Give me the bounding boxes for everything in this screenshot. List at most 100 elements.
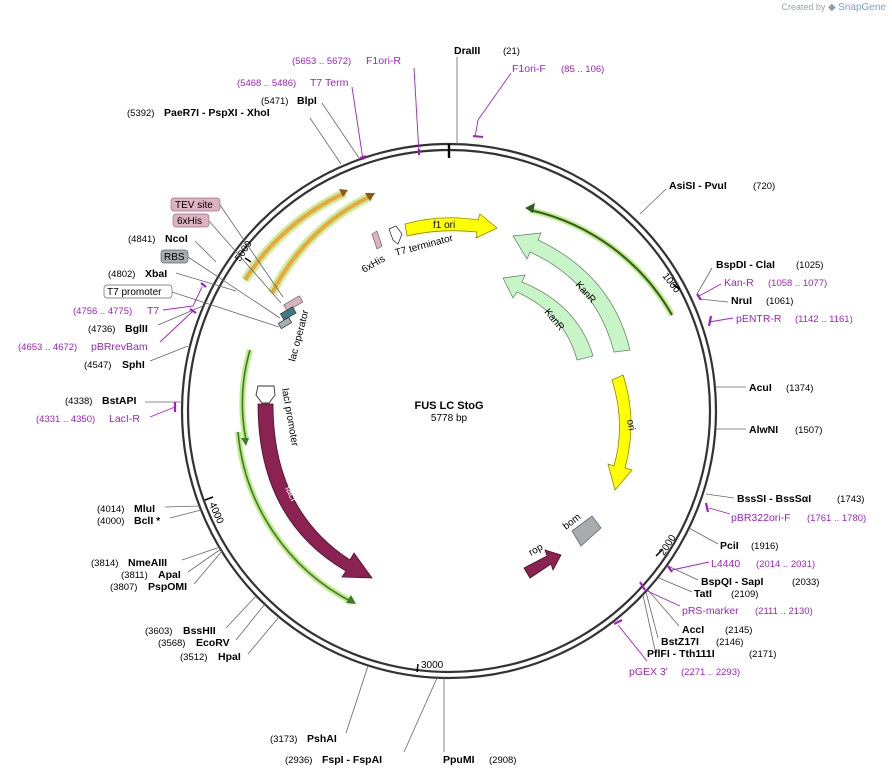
his-tag-label: 6xHis <box>360 254 387 276</box>
enzyme-fspi-fspai-pos: (2936) <box>285 755 312 766</box>
enzyme-bsssi-pos: (1743) <box>837 494 864 505</box>
enzyme-apai: ApaI <box>158 569 181 581</box>
enzyme-fspi-fspai: FspI - FspAI <box>322 754 382 766</box>
primer-pbr322ori-f-pos: (1761 .. 1780) <box>807 513 866 524</box>
enzyme-asisi-pvui-pos: (720) <box>753 181 775 192</box>
enzyme-tati-pos: (2109) <box>731 589 758 600</box>
enzyme-bcli: BclI * <box>134 515 161 527</box>
enzyme-ncoi-pos: (4841) <box>128 234 155 245</box>
primer-kan-r: Kan-R <box>724 277 754 289</box>
enzyme-nrui-pos: (1061) <box>766 296 793 307</box>
enzyme-pcii-pos: (1916) <box>751 541 778 552</box>
enzyme-pspomi: PspOMI <box>148 581 187 593</box>
enzyme-sphi: SphI <box>122 359 145 371</box>
primer-f1ori-r-pos: (5653 .. 5672) <box>292 56 351 67</box>
primer-t7: T7 <box>147 305 159 317</box>
plasmid-name: FUS LC StoG <box>414 400 483 412</box>
his-box: 6xHis <box>172 213 282 304</box>
enzyme-xbai-pos: (4802) <box>108 269 135 280</box>
primer-labels: F1ori-R (5653 .. 5672) T7 Term (5468 .. … <box>18 55 866 678</box>
primer-laci-r: LacI-R <box>109 413 140 425</box>
enzyme-sphi-pos: (4547) <box>84 360 111 371</box>
enzyme-nrui: NruI <box>731 295 752 307</box>
f1-ori-feature: f1 ori <box>404 213 498 239</box>
enzyme-bstapi-pos: (4338) <box>65 396 92 407</box>
enzyme-apai-pos: (3811) <box>121 570 148 581</box>
his-tag-feature: 6xHis <box>360 230 387 276</box>
enzyme-bstz17i-pos: (2146) <box>716 637 743 648</box>
enzyme-paer7i-xhoi: PaeR7I - PspXI - XhoI <box>164 107 270 119</box>
primer-t7-term-pos: (5468 .. 5486) <box>237 78 296 89</box>
enzyme-acci-pos: (2145) <box>725 625 752 636</box>
enzyme-paer7i-xhoi-pos: (5392) <box>127 108 154 119</box>
feature-arcs <box>235 188 675 605</box>
primer-t7-pos: (4756 .. 4775) <box>73 306 132 317</box>
primer-l4440-pos: (2014 .. 2031) <box>756 559 815 570</box>
enzyme-draiii: DraIII <box>454 45 480 57</box>
enzyme-blpi: BlpI <box>297 95 317 107</box>
credit-text: Created by <box>781 2 826 12</box>
enzyme-ecorv-pos: (3568) <box>158 638 185 649</box>
enzyme-mlui-pos: (4014) <box>97 504 124 515</box>
enzyme-asisi-pvui: AsiSI - PvuI <box>669 180 727 192</box>
primer-pgex3-pos: (2271 .. 2293) <box>681 667 740 678</box>
enzyme-pshai-pos: (3173) <box>270 734 297 745</box>
enzyme-nmeaiii: NmeAIII <box>128 557 167 569</box>
enzyme-bsshii-pos: (3603) <box>145 626 172 637</box>
snapgene-logo-icon: ◆ <box>827 2 836 13</box>
enzyme-bglii: BglII <box>125 323 148 335</box>
his-box-label: 6xHis <box>177 216 202 227</box>
enzyme-pflfi-tth111i: PflFI - Tth111I <box>647 648 715 660</box>
primer-pgex3: pGEX 3' <box>629 666 668 678</box>
lac-operator-feature: lac operator <box>277 295 312 363</box>
enzyme-bstapi: BstAPI <box>102 395 137 407</box>
primer-t7-term: T7 Term <box>310 77 349 89</box>
enzyme-mlui: MluI <box>134 503 155 515</box>
brand-name: SnapGene <box>838 2 886 13</box>
enzyme-pspomi-pos: (3807) <box>110 582 137 593</box>
primer-pbrrevbam: pBRrevBam <box>91 341 148 353</box>
laci-feature: lacI <box>257 403 373 579</box>
f1-ori-label: f1 ori <box>433 220 455 231</box>
enzyme-alwni-pos: (1507) <box>795 425 822 436</box>
enzyme-hpai: HpaI <box>218 651 241 663</box>
ori-label: ori <box>624 419 637 432</box>
primer-f1ori-r: F1ori-R <box>366 55 401 67</box>
t7-promoter-box: T7 promoter <box>103 284 280 328</box>
enzyme-xbai: XbaI <box>145 268 167 280</box>
rbs-label: RBS <box>164 252 185 263</box>
enzyme-bcli-pos: (4000) <box>97 516 124 527</box>
rop-label: rop <box>527 542 545 559</box>
enzyme-pflfi-tth111i-pos: (2171) <box>749 649 776 660</box>
enzyme-pcii: PciI <box>720 540 739 552</box>
plasmid-size: 5778 bp <box>431 413 468 424</box>
enzyme-bstz17i: BstZ17I <box>661 636 699 648</box>
enzyme-ncoi: NcoI <box>165 233 188 245</box>
enzyme-acui: AcuI <box>749 382 772 394</box>
ori-feature: ori <box>607 374 637 491</box>
tev-site-label: TEV site <box>175 200 213 211</box>
lac-operator-label: lac operator <box>287 308 311 363</box>
enzyme-bspqi-sapi: BspQI - SapI <box>701 576 764 588</box>
primer-prs-marker: pRS-marker <box>682 605 739 617</box>
enzyme-bspqi-sapi-pos: (2033) <box>792 577 819 588</box>
enzyme-bsssi: BssSI - BssSαI <box>737 493 811 505</box>
enzyme-tati: TatI <box>694 588 712 600</box>
primer-pentr-r: pENTR-R <box>736 313 782 325</box>
enzyme-nmeaiii-pos: (3814) <box>91 558 118 569</box>
enzyme-acci: AccI <box>682 624 704 636</box>
t7-promoter-label: T7 promoter <box>107 287 162 298</box>
enzyme-ecorv: EcoRV <box>196 637 230 649</box>
primer-laci-r-pos: (4331 .. 4350) <box>36 414 95 425</box>
enzyme-acui-pos: (1374) <box>786 383 813 394</box>
primer-pbr322ori-f: pBR322ori-F <box>731 512 791 524</box>
rop-feature: rop <box>523 542 562 579</box>
backbone <box>180 142 718 680</box>
enzyme-bspdi-clai: BspDI - ClaI <box>716 259 775 271</box>
primer-pbrrevbam-pos: (4653 .. 4672) <box>18 342 77 353</box>
enzyme-bglii-pos: (4736) <box>88 324 115 335</box>
enzyme-alwni: AlwNI <box>749 424 778 436</box>
enzyme-pshai: PshAI <box>307 733 337 745</box>
enzyme-hpai-pos: (3512) <box>180 652 207 663</box>
